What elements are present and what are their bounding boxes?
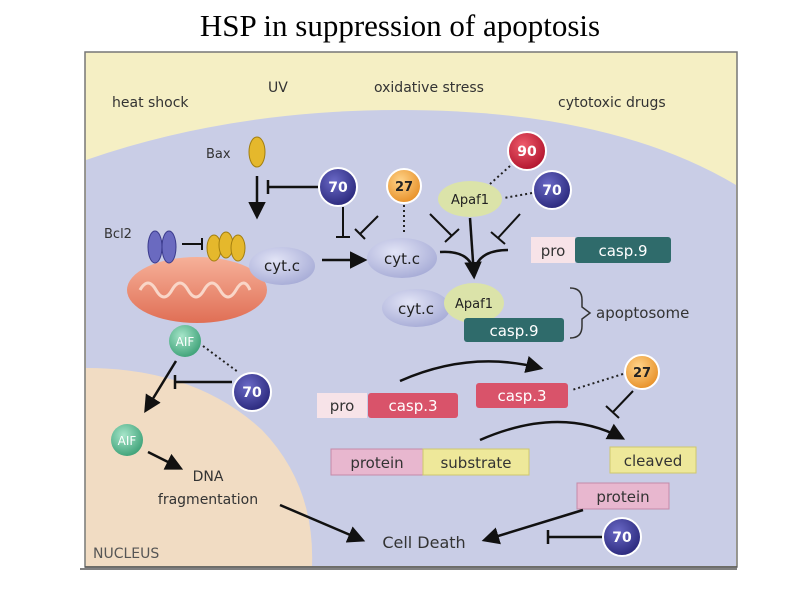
apoptosome-complex: cyt.c Apaf1 casp.9: [382, 283, 564, 342]
svg-text:Apaf1: Apaf1: [455, 297, 493, 312]
svg-text:casp.3: casp.3: [497, 387, 546, 405]
bax-label: Bax: [206, 147, 231, 162]
svg-text:Apaf1: Apaf1: [451, 193, 489, 208]
svg-text:90: 90: [517, 144, 537, 160]
stress-uv: UV: [268, 80, 288, 96]
svg-text:casp.9: casp.9: [489, 322, 538, 340]
bax-oligomer: [206, 231, 246, 262]
bcl2-label: Bcl2: [104, 227, 132, 242]
svg-text:27: 27: [633, 366, 651, 381]
apoptosome-label: apoptosome: [596, 304, 689, 322]
aif-mito-node: AIF: [169, 325, 201, 357]
svg-text:cyt.c: cyt.c: [384, 250, 420, 268]
svg-text:27: 27: [395, 180, 413, 195]
svg-text:cleaved: cleaved: [624, 452, 682, 470]
dna-fragmentation-label-2: fragmentation: [158, 492, 258, 508]
bax-protein: [248, 136, 266, 168]
svg-text:70: 70: [612, 530, 632, 546]
mitochondrion: [127, 257, 267, 323]
svg-text:70: 70: [242, 385, 262, 401]
pro-casp9: pro casp.9: [531, 237, 671, 263]
svg-text:protein: protein: [596, 488, 649, 506]
hsp90-badge: 90: [507, 131, 547, 171]
stress-oxidative: oxidative stress: [374, 80, 484, 96]
svg-text:pro: pro: [541, 242, 566, 260]
cell-death-label: Cell Death: [382, 533, 465, 552]
svg-text:protein: protein: [350, 454, 403, 472]
hsp70-bax-badge: 70: [318, 167, 358, 207]
casp3-active: casp.3: [476, 383, 568, 408]
figure-title: HSP in suppression of apoptosis: [199, 8, 601, 43]
svg-text:pro: pro: [330, 397, 355, 415]
hsp27-casp3-badge: 27: [624, 354, 660, 390]
stress-heat-shock: heat shock: [112, 95, 189, 111]
nucleus-label: NUCLEUS: [93, 546, 159, 562]
svg-text:casp.9: casp.9: [598, 242, 647, 260]
svg-text:AIF: AIF: [176, 335, 195, 349]
protein-substrate: protein substrate: [330, 448, 530, 476]
svg-text:AIF: AIF: [118, 434, 137, 448]
svg-text:cyt.c: cyt.c: [398, 300, 434, 318]
hsp27-cytc-badge: 27: [386, 168, 422, 204]
svg-text:casp.3: casp.3: [388, 397, 437, 415]
cytc-free-node: cyt.c: [367, 238, 437, 278]
hsp70-aif-badge: 70: [232, 372, 272, 412]
cleaved-box: cleaved: [609, 446, 697, 474]
nucleus-region: [86, 368, 313, 566]
cytc-mito-node: cyt.c: [249, 247, 315, 285]
hsp70-death-badge: 70: [602, 517, 642, 557]
apoptosome-bracket: [569, 287, 592, 339]
aif-nucleus-node: AIF: [111, 424, 143, 456]
svg-text:70: 70: [542, 183, 562, 199]
svg-text:cyt.c: cyt.c: [264, 257, 300, 275]
apaf1-node: Apaf1: [438, 181, 502, 217]
stress-cytotoxic-drugs: cytotoxic drugs: [558, 95, 666, 111]
hsp70-apaf-badge: 70: [532, 170, 572, 210]
pro-casp3: pro casp.3: [317, 393, 458, 418]
svg-text:70: 70: [328, 180, 348, 196]
cleaved-protein-box: protein: [576, 482, 670, 510]
bcl2-protein: [147, 230, 177, 264]
dna-fragmentation-label-1: DNA: [193, 469, 224, 485]
svg-text:substrate: substrate: [440, 454, 511, 472]
